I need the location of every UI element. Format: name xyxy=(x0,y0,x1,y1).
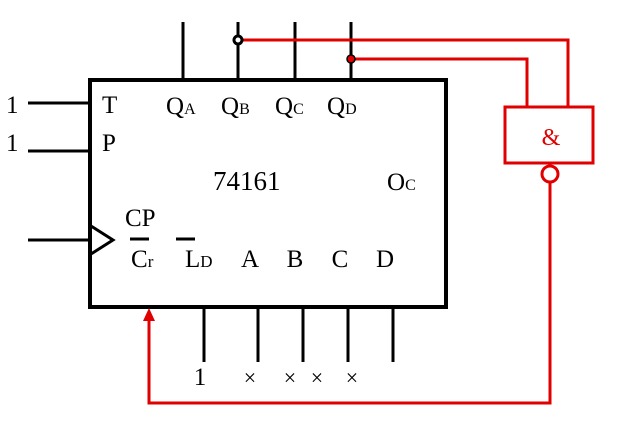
nand-gate xyxy=(503,105,595,165)
chip-body xyxy=(88,78,448,309)
junction-qb xyxy=(232,34,244,46)
label-d: D xyxy=(376,246,394,273)
label-cp: CP xyxy=(125,205,156,232)
label-cr: Cr xyxy=(131,246,154,273)
label-b: B xyxy=(287,246,304,273)
gate-symbol: & xyxy=(542,125,561,151)
value-p: 1 xyxy=(6,130,19,157)
label-qc: QC xyxy=(275,93,304,120)
wire-qb-to-gate xyxy=(238,38,570,107)
junction-qd xyxy=(346,54,356,64)
clock-triangle xyxy=(90,224,116,256)
value-ld: 1 xyxy=(194,364,207,391)
label-ld: LD xyxy=(185,246,213,273)
value-b: × xyxy=(284,365,296,390)
arrow-to-clear xyxy=(143,308,155,321)
value-t: 1 xyxy=(6,92,19,119)
wire-gate-to-clear xyxy=(147,183,552,405)
label-qb: QB xyxy=(221,93,250,120)
label-oc: OC xyxy=(387,169,416,196)
value-c: × xyxy=(311,365,323,390)
wire-qd-to-gate xyxy=(351,57,529,107)
part-number: 74161 xyxy=(213,166,281,196)
label-qd: QD xyxy=(327,93,357,120)
label-a: A xyxy=(241,246,259,273)
label-c: C xyxy=(332,246,349,273)
value-d: × xyxy=(346,365,358,390)
label-qa: QA xyxy=(166,93,196,120)
value-a: × xyxy=(244,365,256,390)
label-t: T xyxy=(102,92,117,119)
feedback-wiring xyxy=(147,38,570,405)
nand-bubble xyxy=(540,164,560,184)
label-p: P xyxy=(102,130,116,157)
